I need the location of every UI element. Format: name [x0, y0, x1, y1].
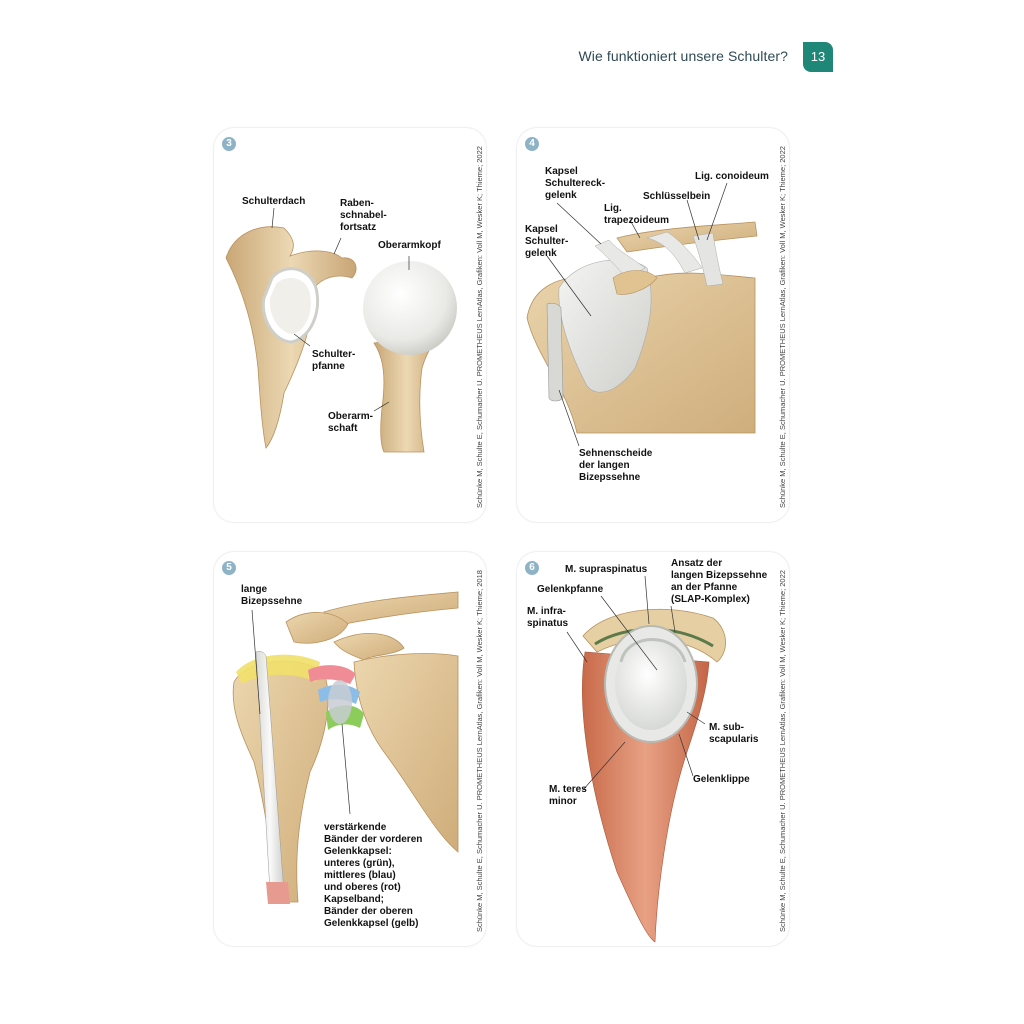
scapula-humerus-illustration	[225, 207, 457, 453]
label-lig-conoideum: Lig. conoideum	[695, 171, 769, 182]
shoulder-capsule-illustration	[526, 182, 758, 447]
label-ansatz-bizepssehne: Ansatz der langen Bizepssehne an der Pfa…	[671, 558, 768, 605]
figure-card-5: 5 Schünke M, Schulte E, Schumacher U. PR…	[214, 552, 486, 946]
figure-card-6: 6 Schünke M, Schulte E, Schumacher U. PR…	[517, 552, 789, 946]
label-sehnenscheide: Sehnenscheide der langen Bizepssehne	[579, 448, 653, 483]
label-schulterdach: Schulterdach	[242, 196, 306, 207]
figure-number-badge: 5	[222, 561, 236, 575]
label-gelenklippe: Gelenklippe	[693, 774, 750, 785]
label-m-supraspinatus: M. supraspinatus	[565, 564, 648, 575]
label-gelenkpfanne: Gelenkpfanne	[537, 584, 604, 595]
label-rabenschnabelfortsatz: Raben- schnabel- fortsatz	[340, 198, 387, 233]
label-lange-bizepssehne: lange Bizepssehne	[241, 584, 303, 607]
label-oberarmschaft: Oberarm- schaft	[328, 411, 374, 434]
label-kapsel-schultereckgelenk: Kapsel Schultereck- gelenk	[545, 166, 606, 201]
label-m-teres-minor: M. teres minor	[549, 784, 587, 807]
label-oberarmkopf: Oberarmkopf	[378, 240, 441, 251]
label-verstaerkende-baender: verstärkende Bänder der vorderen Gelenkk…	[324, 822, 423, 929]
label-lig-trapezoideum: Lig. trapezoideum	[604, 203, 670, 226]
figure-card-3: 3 Schünke M, Schulte E, Schumacher U. PR…	[214, 128, 486, 522]
label-kapsel-schultergelenk: Kapsel Schulter- gelenk	[525, 224, 569, 259]
running-header-title: Wie funktioniert unsere Schulter?	[578, 48, 788, 64]
glenoid-rotator-cuff-illustration	[566, 575, 726, 943]
figure-number-badge: 3	[222, 137, 236, 151]
label-m-infraspinatus: M. infra- spinatus	[527, 606, 569, 629]
figure-number-badge: 6	[525, 561, 539, 575]
label-schulterpfanne: Schulter- pfanne	[312, 349, 356, 372]
figure-number-badge: 4	[525, 137, 539, 151]
figure-card-4: 4 Schünke M, Schulte E, Schumacher U. PR…	[517, 128, 789, 522]
label-m-subscapularis: M. sub- scapularis	[709, 722, 759, 745]
page-number-badge: 13	[803, 42, 833, 72]
anterior-capsule-ligaments-illustration	[232, 591, 459, 904]
label-schluesselbein: Schlüsselbein	[643, 191, 711, 202]
